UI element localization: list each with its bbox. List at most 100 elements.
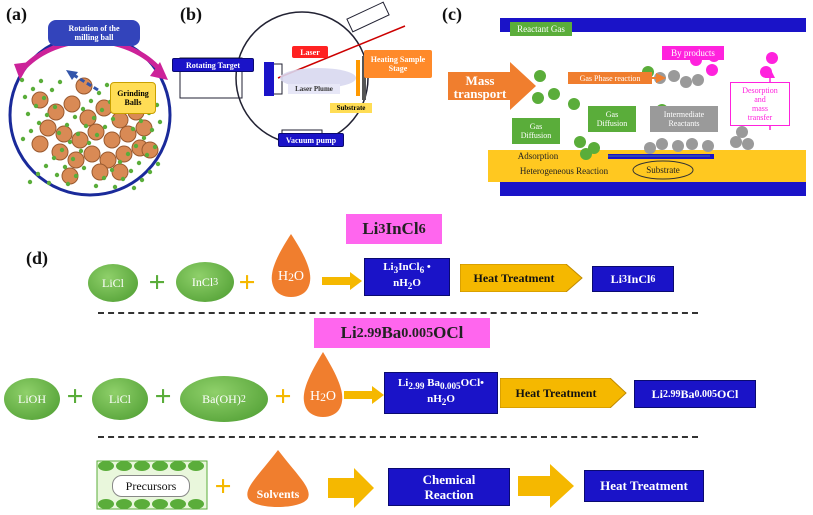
- grinding-ball: [87, 123, 105, 141]
- grinding-ball: [75, 77, 93, 95]
- powder-particle: [109, 167, 115, 173]
- by-products-label: By products: [662, 46, 724, 60]
- precursor-ball: [134, 499, 150, 509]
- plus-icon: +: [66, 380, 84, 413]
- substrate-label: Substrate: [330, 103, 372, 113]
- panel-b-label: (b): [180, 4, 202, 24]
- powder-particle: [86, 140, 92, 146]
- grinding-ball: [115, 145, 133, 163]
- powder-particle: [59, 147, 65, 153]
- powder-particle: [104, 82, 110, 88]
- powder-particle: [110, 116, 116, 122]
- powder-particle: [20, 136, 26, 142]
- reagent-licl: LiCl: [88, 264, 138, 302]
- powder-particle: [49, 87, 55, 93]
- powder-particle: [19, 77, 25, 83]
- powder-particle: [130, 126, 136, 132]
- plus-icon: +: [148, 266, 166, 299]
- heat-treatment-arrow-2: [500, 378, 627, 408]
- powder-particle: [22, 94, 28, 100]
- precursor-ball: [116, 461, 132, 471]
- grinding-ball: [47, 103, 65, 121]
- powder-particle: [149, 127, 155, 133]
- powder-particle: [125, 151, 131, 157]
- powder-particle: [96, 90, 102, 96]
- precursor-ball: [134, 461, 150, 471]
- grinding-ball: [67, 151, 85, 169]
- powder-particle: [91, 115, 97, 121]
- powder-particle: [157, 119, 163, 125]
- powder-particle: [99, 107, 105, 113]
- reagent-baoh2: Ba(OH)2: [180, 376, 268, 422]
- grinding-ball: [103, 131, 121, 149]
- powder-particle: [75, 131, 81, 137]
- powder-particle: [101, 175, 107, 181]
- reagent-licl-2: LiCl: [92, 378, 148, 420]
- powder-particle: [136, 160, 142, 166]
- powder-particle: [27, 179, 33, 185]
- vacuum-pump-label: Vacuum pump: [278, 133, 344, 147]
- powder-particle: [43, 163, 49, 169]
- grinding-ball: [51, 143, 69, 161]
- powder-particle: [56, 130, 62, 136]
- grinding-ball: [63, 95, 81, 113]
- arrow-right-icon: [322, 272, 362, 290]
- powder-particle: [139, 177, 145, 183]
- grinding-ball: [135, 119, 153, 137]
- grinding-ball: [83, 145, 101, 163]
- gas-phase-reaction-label: Gas Phase reaction: [568, 72, 652, 84]
- powder-particle: [144, 152, 150, 158]
- adsorption-label: Adsorption: [517, 151, 559, 161]
- powder-particle: [155, 161, 161, 167]
- heat-treatment-label-2: Heat Treatment: [515, 385, 597, 400]
- powder-particle: [147, 169, 153, 175]
- plus-icon: +: [238, 266, 256, 299]
- grinding-ball: [71, 131, 89, 149]
- powder-particle: [94, 132, 100, 138]
- grinding-ball: [99, 151, 117, 169]
- powder-particle: [152, 144, 158, 150]
- grinding-ball: [31, 135, 49, 153]
- precursor-ball: [98, 461, 114, 471]
- precursor-ball: [170, 461, 186, 471]
- powder-particle: [70, 156, 76, 162]
- heterogeneous-reaction-label: Heterogeneous Reaction: [519, 166, 609, 176]
- heat-treatment-box-3: Heat Treatment: [584, 470, 704, 502]
- powder-particle: [30, 86, 36, 92]
- powder-particle: [81, 165, 87, 171]
- solvents-label: Solvents: [256, 486, 300, 501]
- reagent-lioh: LiOH: [4, 378, 60, 420]
- divider-2: [98, 436, 698, 438]
- heat-treatment-arrow-1: [460, 264, 583, 292]
- powder-particle: [131, 185, 137, 191]
- powder-particle: [36, 120, 42, 126]
- powder-particle: [54, 172, 60, 178]
- powder-particle: [44, 112, 50, 118]
- panel-d-label: (d): [26, 248, 48, 268]
- powder-particle: [138, 118, 144, 124]
- reactant-gas-label: Reactant Gas: [510, 22, 572, 36]
- precursor-ball: [116, 499, 132, 509]
- powder-particle: [78, 148, 84, 154]
- powder-particle: [65, 181, 71, 187]
- grinding-balls: [19, 77, 163, 191]
- solvent-drop-icon: [247, 450, 309, 507]
- substrate-c-label: Substrate: [646, 165, 680, 175]
- powder-particle: [73, 173, 79, 179]
- powder-particle: [141, 135, 147, 141]
- plus-icon: +: [274, 380, 292, 413]
- grinding-ball: [141, 141, 159, 159]
- divider-1: [98, 312, 698, 314]
- powder-particle: [88, 98, 94, 104]
- grinding-ball: [39, 119, 57, 137]
